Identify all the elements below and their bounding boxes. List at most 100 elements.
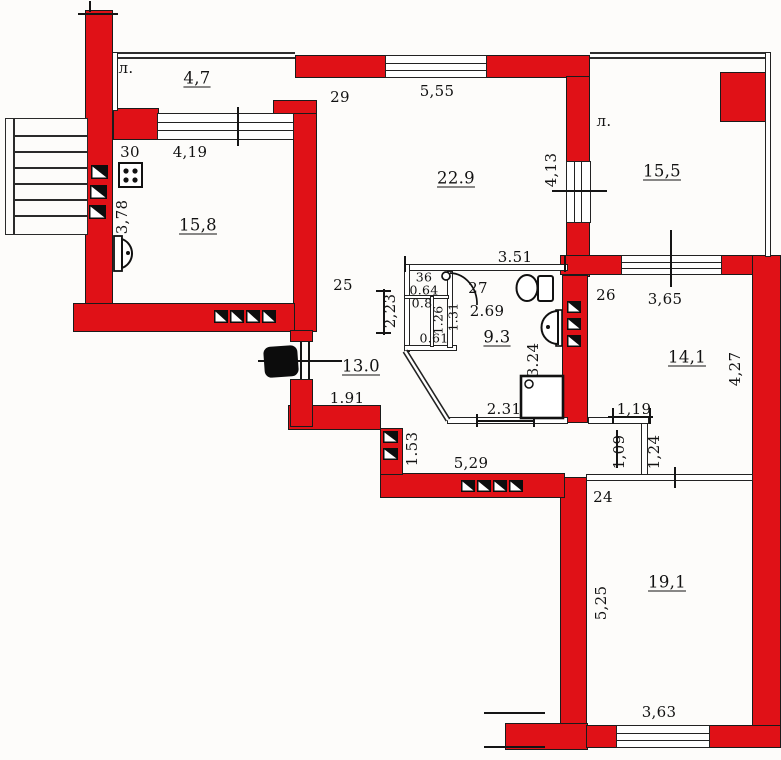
room-area-label: 9.3	[483, 327, 511, 347]
dimension-label: 3.51	[497, 248, 533, 266]
dimension-label: 2,23	[381, 293, 399, 329]
wall-segment	[562, 275, 588, 423]
room-label-lift-right: л.	[596, 112, 612, 130]
wall-segment	[293, 113, 317, 332]
dimension-label: 5,29	[453, 454, 489, 472]
dimension-line	[616, 430, 618, 468]
staircase	[5, 118, 88, 235]
dimension-label: 3,78	[113, 199, 131, 235]
window	[616, 725, 710, 748]
dimension-label: 4,13	[542, 152, 560, 188]
room-number-label: 36	[415, 269, 433, 285]
wall-segment	[113, 108, 159, 140]
dimension-label: 3,65	[647, 290, 683, 308]
room-area-label: 15,5	[643, 161, 681, 181]
dimension-label: 1,19	[616, 400, 652, 418]
dimension-label: 2.69	[469, 302, 505, 320]
dimension-tick	[484, 712, 545, 714]
toilet-icon	[515, 274, 554, 302]
dimension-label: 4,19	[172, 143, 208, 161]
dimension-label: 5,25	[592, 585, 610, 621]
wall-segment	[709, 725, 781, 748]
dimension-tick	[484, 746, 545, 748]
dimension-label: 0.8	[411, 295, 433, 311]
wall-segment	[85, 10, 113, 332]
wall-segment	[560, 255, 623, 275]
wall-segment	[295, 55, 386, 78]
dimension-line	[608, 416, 653, 418]
dimension-label: 1,24	[645, 434, 663, 470]
stove-icon	[118, 162, 143, 188]
thin-wall	[586, 474, 753, 481]
dimension-label: 1.91	[329, 389, 365, 407]
dimension-tick	[649, 408, 651, 424]
washbasin-icon	[540, 309, 563, 347]
dimension-label: 1,09	[610, 434, 628, 470]
closet-shelf	[404, 295, 449, 299]
wall-segment	[380, 428, 403, 475]
wall-segment	[566, 76, 590, 165]
room-number-label: 27	[468, 279, 488, 297]
wall-segment	[505, 723, 588, 750]
dimension-tick	[78, 13, 118, 15]
shaft-block	[720, 72, 768, 122]
wall-segment	[752, 255, 781, 748]
window	[157, 113, 294, 140]
dimension-label: 2.31	[486, 400, 522, 418]
door-jamb-line	[300, 342, 302, 379]
wall-segment	[560, 477, 587, 725]
dimension-tick	[552, 190, 607, 192]
dimension-tick	[237, 107, 239, 146]
dimension-label: 1.31	[445, 302, 461, 332]
thin-wall	[588, 417, 649, 424]
dimension-tick	[533, 414, 535, 427]
dimension-label: 3.24	[524, 342, 542, 378]
thin-wall	[112, 52, 118, 111]
dimension-label: 5,55	[419, 82, 455, 100]
wall-segment	[290, 379, 313, 427]
dimension-tick	[376, 290, 391, 292]
dimension-line	[383, 289, 385, 335]
thin-wall	[765, 52, 771, 257]
kitchen-sink-icon	[113, 235, 134, 272]
diagonal-wall	[402, 349, 451, 422]
room-area-label: 4,7	[183, 68, 211, 88]
room-area-label: 15,8	[179, 215, 217, 235]
wall-segment	[586, 725, 619, 748]
room-area-label: 13.0	[342, 356, 380, 376]
room-area-label: 19,1	[648, 572, 686, 592]
thin-wall	[404, 264, 410, 352]
dimension-tick	[670, 230, 672, 287]
wall-segment	[290, 330, 313, 342]
dimension-tick	[404, 256, 406, 272]
room-area-label: 14,1	[668, 347, 706, 367]
dimension-label: 4,27	[726, 351, 744, 387]
dimension-tick	[612, 408, 614, 424]
wall-segment	[486, 55, 590, 78]
room-area-label: 22.9	[437, 168, 475, 188]
loggia-glazing	[113, 52, 295, 59]
dimension-label: 0.64	[409, 282, 439, 298]
room-number-label: 30	[120, 143, 140, 161]
dimension-tick	[376, 332, 391, 334]
closet-divider	[430, 296, 434, 347]
window	[385, 55, 487, 78]
room-number-label: 26	[596, 286, 616, 304]
wall-segment	[380, 473, 565, 498]
shower-tray-icon	[519, 374, 565, 420]
room-number-label: 29	[330, 88, 350, 106]
room-number-label: 25	[333, 276, 353, 294]
dimension-tick	[89, 1, 91, 12]
room-number-label: 24	[593, 488, 613, 506]
dimension-label: 3,63	[641, 703, 677, 721]
door-jamb-line	[308, 342, 310, 379]
dimension-label: 1.53	[403, 431, 421, 467]
loggia-glazing	[590, 52, 771, 59]
dimension-tick	[564, 256, 566, 272]
window	[566, 161, 591, 223]
dimension-tick	[476, 414, 478, 427]
room-label-lift-left: л.	[118, 59, 134, 77]
wall-segment	[73, 303, 295, 332]
dimension-line	[476, 420, 534, 422]
